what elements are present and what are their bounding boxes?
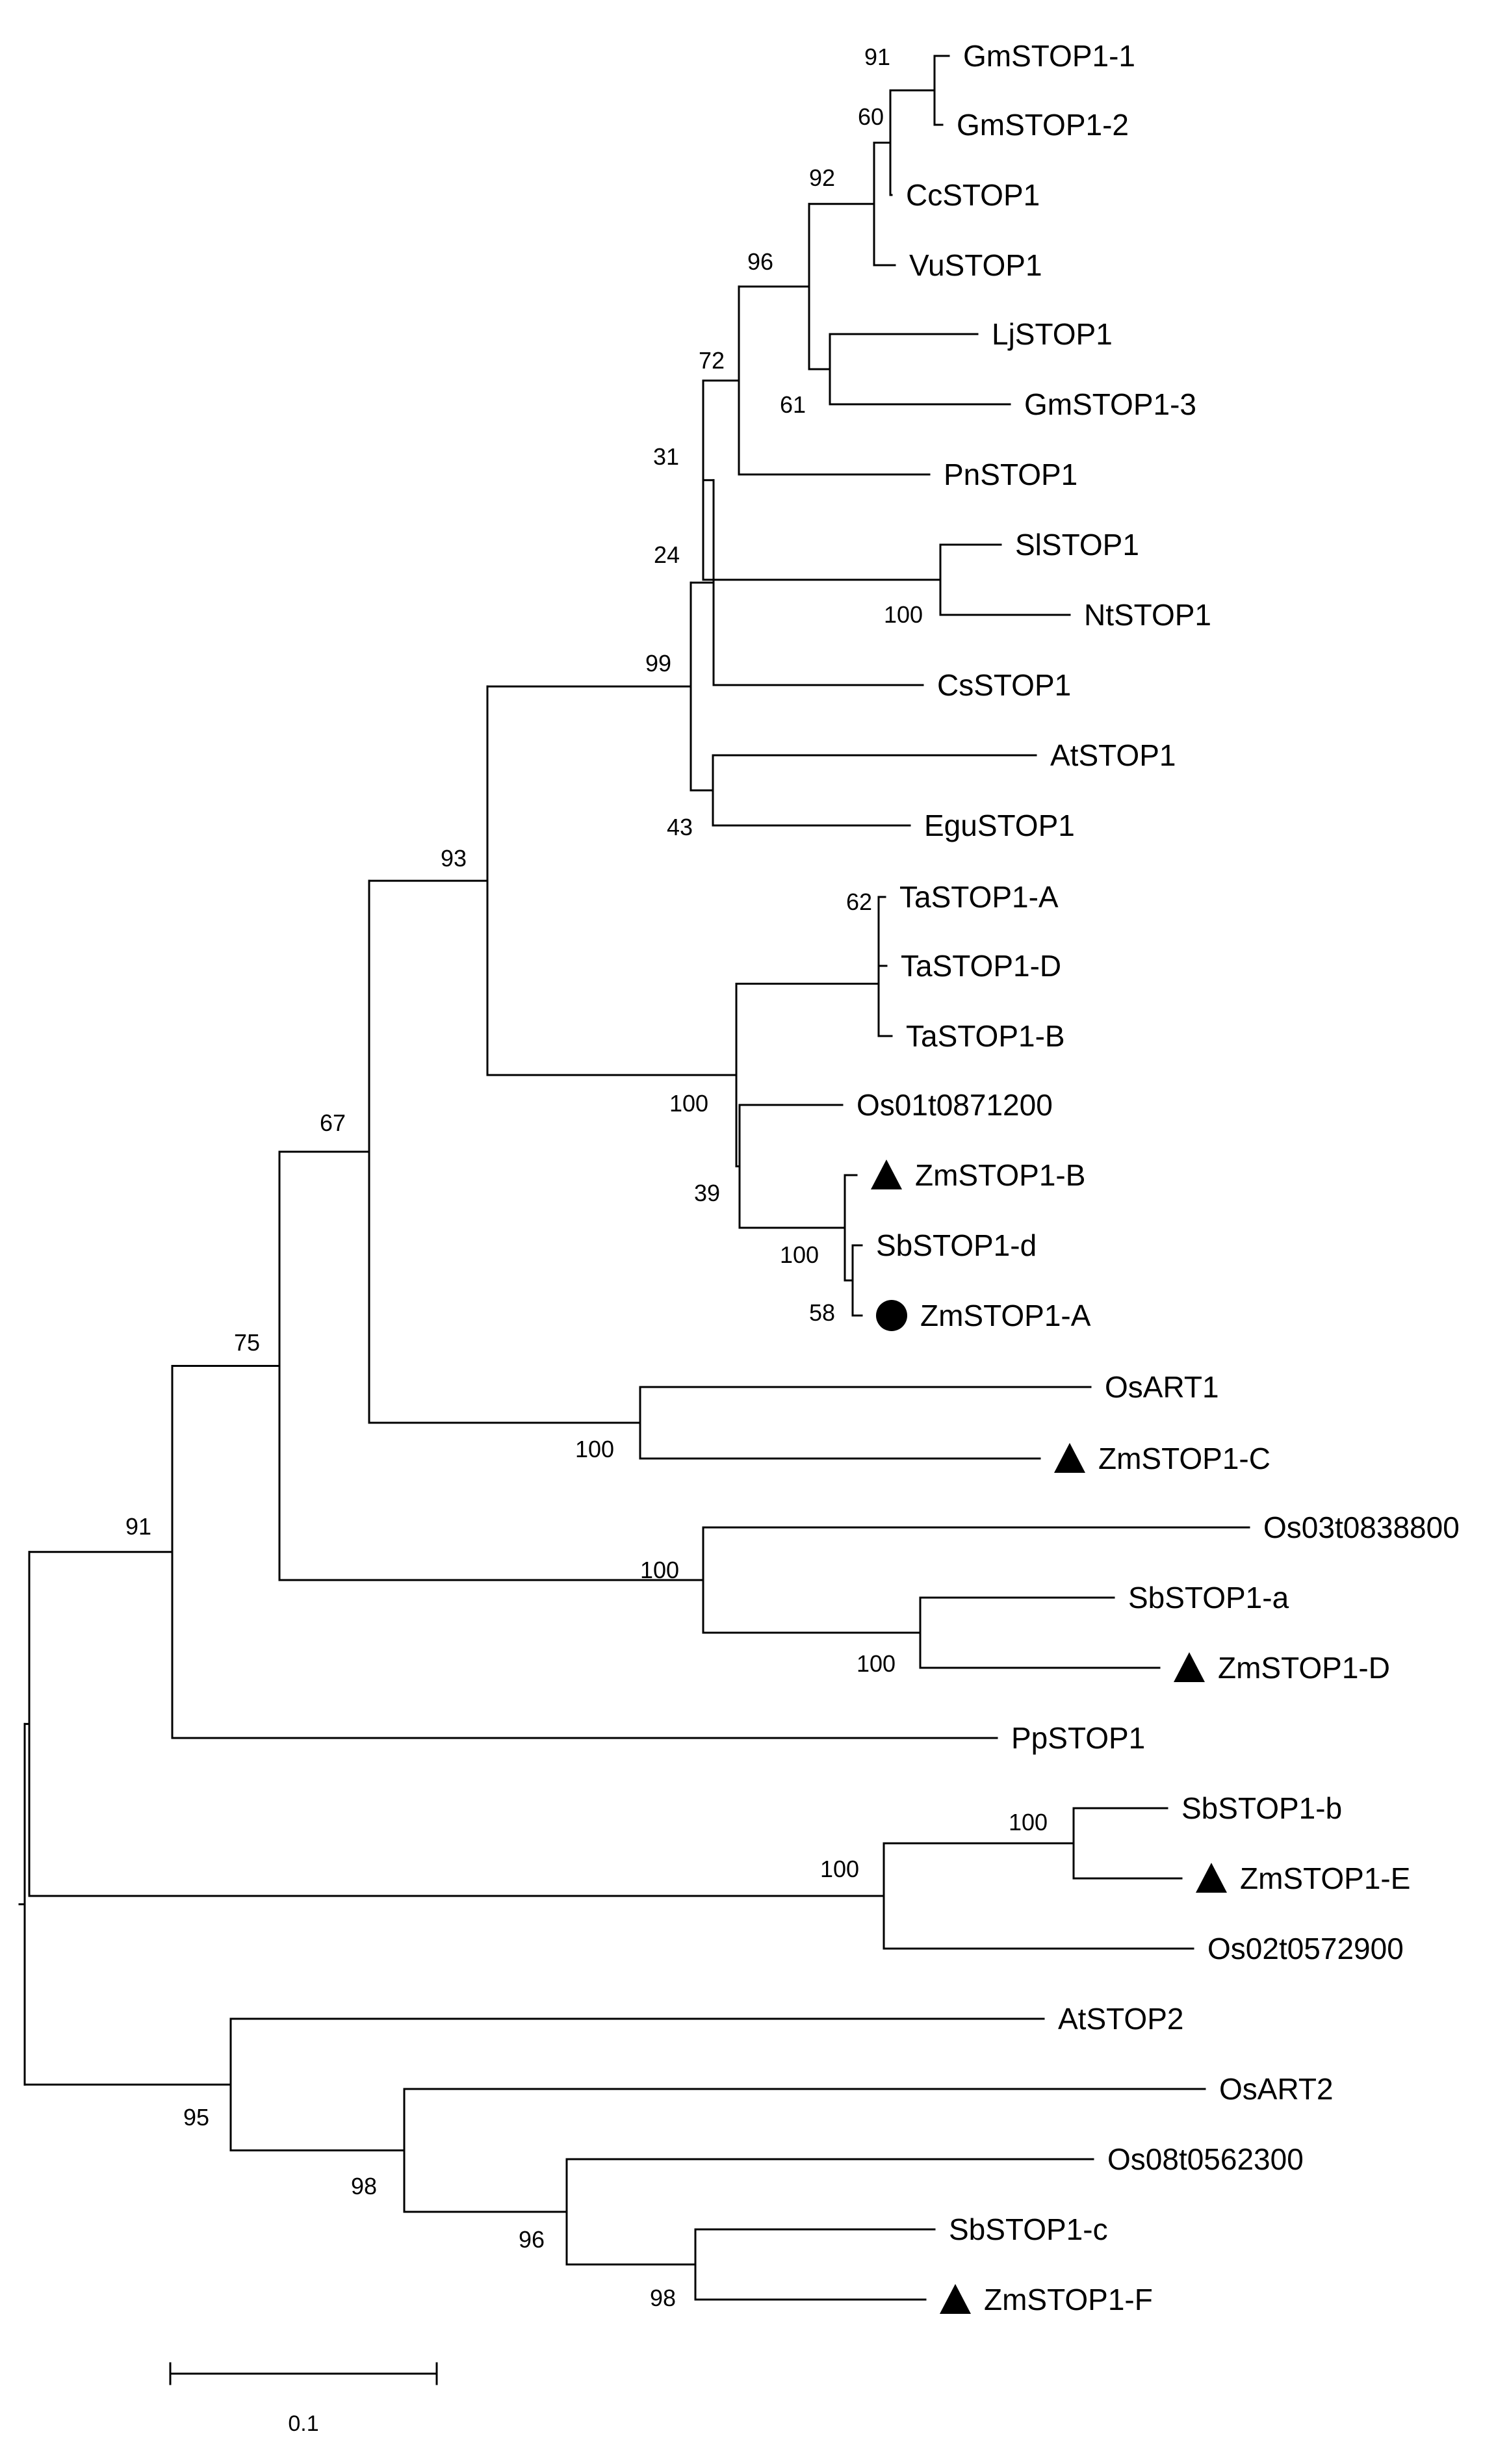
taxon-label: ZmSTOP1-E: [1240, 1861, 1410, 1895]
bootstrap-value: 72: [699, 347, 725, 374]
bootstrap-value: 39: [694, 1180, 720, 1206]
bootstrap-value: 62: [846, 888, 872, 915]
triangle-marker-icon: [940, 2284, 971, 2314]
taxon-label: PnSTOP1: [944, 458, 1077, 491]
taxon-label: GmSTOP1-1: [963, 39, 1135, 73]
bootstrap-value: 100: [884, 601, 923, 628]
bootstrap-value: 24: [654, 541, 680, 568]
bootstrap-value: 95: [183, 2104, 209, 2131]
taxon-label: Os02t0572900: [1207, 1932, 1404, 1965]
taxon-label: TaSTOP1-B: [906, 1019, 1065, 1053]
triangle-marker-icon: [1174, 1652, 1205, 1682]
bootstrap-value: 98: [351, 2173, 377, 2199]
bootstrap-value: 100: [780, 1241, 819, 1268]
bootstrap-value: 96: [519, 2226, 545, 2253]
bootstrap-value: 100: [1009, 1809, 1048, 1835]
taxon-label: OsART2: [1219, 2072, 1334, 2106]
bootstrap-value: 75: [234, 1329, 260, 1356]
bootstrap-value: 96: [747, 248, 773, 275]
bootstrap-value: 31: [653, 443, 679, 470]
circle-marker-icon: [876, 1300, 907, 1331]
taxon-label: LjSTOP1: [992, 317, 1113, 351]
taxon-label: Os03t0838800: [1263, 1511, 1460, 1544]
bootstrap-value: 92: [809, 164, 835, 191]
taxon-label: TaSTOP1-D: [901, 949, 1061, 983]
taxon-label: ZmSTOP1-A: [920, 1299, 1091, 1332]
taxon-label: ZmSTOP1-C: [1098, 1442, 1270, 1475]
taxon-label: CcSTOP1: [906, 178, 1040, 212]
bootstrap-value: 100: [820, 1856, 859, 1882]
taxon-label: GmSTOP1-2: [957, 108, 1129, 142]
bootstrap-value: 60: [858, 103, 884, 130]
taxon-label: NtSTOP1: [1084, 598, 1211, 632]
taxon-label: ZmSTOP1-F: [984, 2283, 1153, 2316]
bootstrap-value: 91: [864, 44, 890, 70]
bootstrap-value: 100: [575, 1436, 614, 1462]
taxon-label: TaSTOP1-A: [899, 880, 1059, 914]
taxon-label: SbSTOP1-c: [949, 2212, 1108, 2246]
taxon-label: Os08t0562300: [1107, 2142, 1304, 2176]
taxon-label: SbSTOP1-a: [1128, 1581, 1289, 1615]
taxon-label: OsART1: [1105, 1370, 1219, 1404]
bootstrap-value: 100: [640, 1557, 679, 1583]
taxon-label: EguSTOP1: [924, 809, 1075, 842]
taxon-label: AtSTOP2: [1058, 2002, 1183, 2036]
bootstrap-value: 91: [125, 1513, 151, 1540]
bootstrap-value: 100: [857, 1650, 896, 1677]
scale-bar-label: 0.1: [288, 2411, 318, 2436]
bootstrap-value: 67: [320, 1109, 346, 1136]
triangle-marker-icon: [871, 1160, 902, 1189]
taxon-label: VuSTOP1: [909, 248, 1042, 282]
bootstrap-value: 58: [809, 1299, 835, 1326]
bootstrap-value: 61: [780, 391, 806, 418]
bootstrap-value: 99: [645, 650, 671, 677]
taxon-label: SbSTOP1-d: [876, 1228, 1037, 1262]
taxon-label: ZmSTOP1-B: [915, 1158, 1085, 1192]
bootstrap-value: 100: [669, 1090, 708, 1117]
taxon-label: PpSTOP1: [1011, 1721, 1145, 1755]
taxon-label: GmSTOP1-3: [1024, 387, 1196, 421]
taxon-label: ZmSTOP1-D: [1218, 1651, 1390, 1685]
taxon-label: SlSTOP1: [1015, 528, 1139, 562]
bootstrap-value: 43: [667, 814, 693, 840]
bootstrap-value: 93: [441, 845, 467, 872]
taxon-label: SbSTOP1-b: [1181, 1791, 1342, 1825]
triangle-marker-icon: [1054, 1443, 1085, 1473]
taxon-label: CsSTOP1: [937, 668, 1071, 702]
triangle-marker-icon: [1196, 1863, 1227, 1893]
taxon-label: AtSTOP1: [1050, 738, 1176, 772]
bootstrap-value: 98: [650, 2285, 676, 2311]
taxon-label: Os01t0871200: [857, 1088, 1053, 1122]
